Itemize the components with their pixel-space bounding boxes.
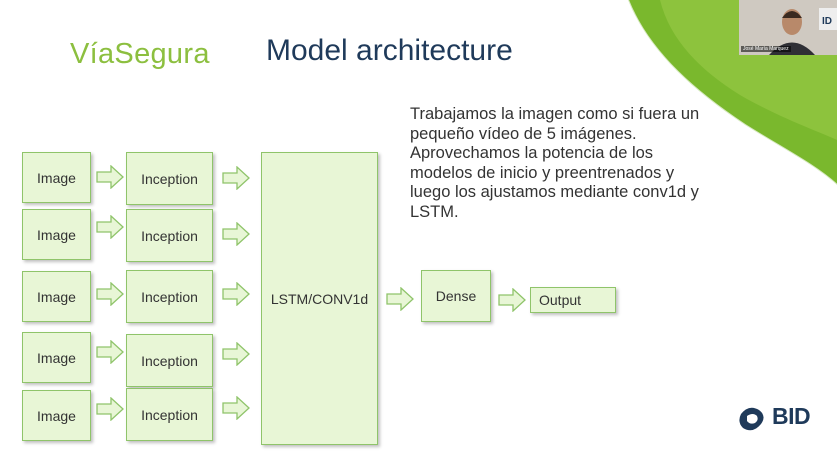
image-box: Image [22,271,91,322]
arrow-right-icon [222,282,250,306]
image-box: Image [22,390,91,441]
arrow-right-icon [96,165,124,189]
arrow-right-icon [222,166,250,190]
brand-name: VíaSegura [70,38,210,70]
image-box: Image [22,152,91,203]
participant-video-thumbnail[interactable]: ID José María Marquez [739,0,837,55]
participant-name: José María Marquez [741,46,791,52]
image-box: Image [22,209,91,260]
slide-title: Model architecture [266,34,513,67]
arrow-right-icon [96,282,124,306]
arrow-right-icon [386,287,414,311]
arrow-right-icon [222,396,250,420]
inception-box: Inception [126,334,213,387]
output-box: Output [530,287,616,313]
arrow-right-icon [96,215,124,239]
arrow-right-icon [96,340,124,364]
lstm-conv1d-box: LSTM/CONV1d [261,152,378,445]
svg-text:ID: ID [822,16,832,27]
inception-box: Inception [126,152,213,205]
bid-logo-text: BID [772,403,811,429]
bid-logo-icon [739,407,764,431]
arrow-right-icon [222,342,250,366]
inception-box: Inception [126,388,213,441]
inception-box: Inception [126,209,213,262]
arrow-right-icon [222,222,250,246]
dense-box: Dense [421,270,491,322]
participant-avatar-icon: ID [739,0,837,55]
arrow-right-icon [498,288,526,312]
inception-box: Inception [126,270,213,323]
image-box: Image [22,332,91,383]
slide-description: Trabajamos la imagen como si fuera un pe… [410,105,700,221]
arrow-right-icon [96,397,124,421]
